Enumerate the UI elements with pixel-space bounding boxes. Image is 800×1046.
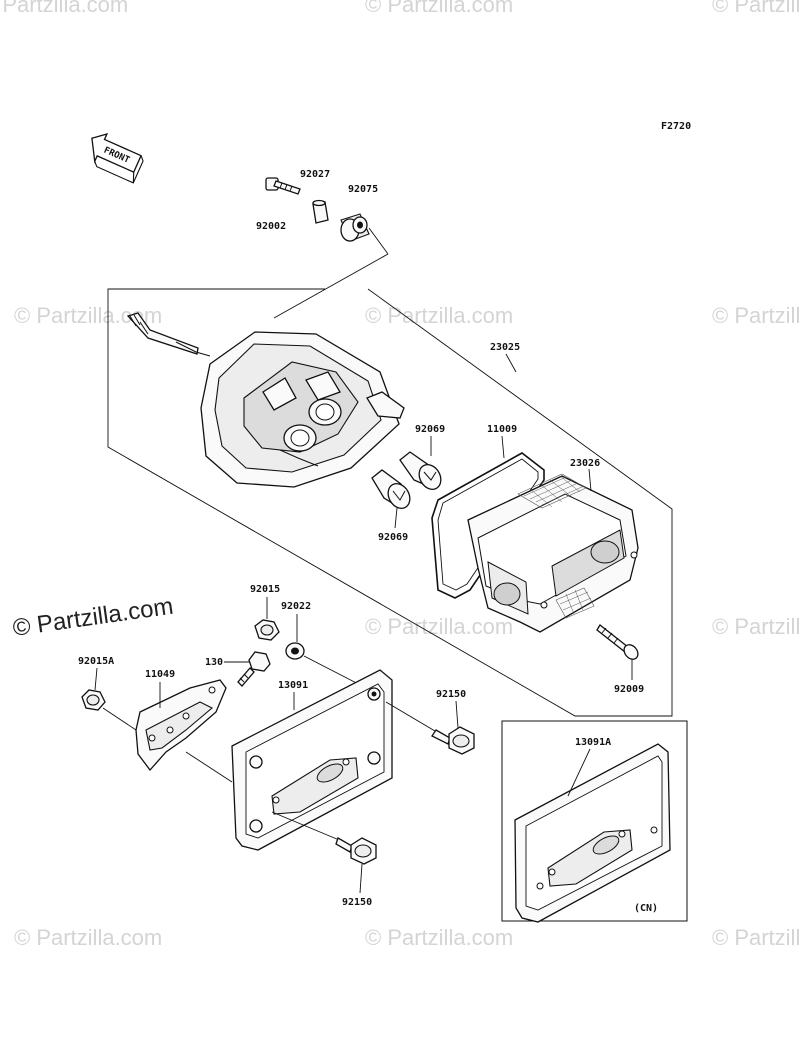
part-label-92015: 92015 bbox=[250, 584, 280, 595]
washer-92022 bbox=[285, 642, 305, 660]
watermark-text: © Partzilla.com bbox=[712, 614, 800, 639]
region-note: (CN) bbox=[634, 903, 658, 914]
bolt-92150-right bbox=[385, 701, 475, 755]
assembly-outline-23025 bbox=[107, 288, 673, 717]
figure-code: F2720 bbox=[661, 121, 691, 132]
gasket-11009 bbox=[431, 452, 545, 599]
watermark-highlight: © Partzilla.com bbox=[11, 593, 175, 642]
watermark-text: © Partzilla.com bbox=[14, 925, 162, 950]
part-label-11049: 11049 bbox=[145, 669, 175, 680]
bracket-11049 bbox=[135, 679, 227, 772]
watermark-text: © Partzilla.com bbox=[0, 0, 128, 17]
bolt-92002 bbox=[265, 177, 301, 195]
lens-23026 bbox=[467, 473, 639, 633]
watermark-text: © Partzilla.com bbox=[365, 303, 513, 328]
part-label-11009: 11009 bbox=[487, 424, 517, 435]
watermark-text: © Partzilla.com bbox=[365, 0, 513, 17]
part-label-92069-upper: 92069 bbox=[415, 424, 445, 435]
part-label-92027: 92027 bbox=[300, 169, 330, 180]
tail-lamp-housing bbox=[126, 312, 405, 488]
part-label-13091A: 13091A bbox=[575, 737, 611, 748]
part-label-92009: 92009 bbox=[614, 684, 644, 695]
part-label-13091: 13091 bbox=[278, 680, 308, 691]
part-label-92150-bottom: 92150 bbox=[342, 897, 372, 908]
watermark-text: © Partzilla.com bbox=[365, 614, 513, 639]
bulb-92069-upper bbox=[399, 451, 442, 490]
grommet-92075 bbox=[340, 213, 370, 242]
part-label-92150-right: 92150 bbox=[436, 689, 466, 700]
license-plate-bracket-13091 bbox=[231, 669, 393, 851]
part-label-92022: 92022 bbox=[281, 601, 311, 612]
part-label-92075: 92075 bbox=[348, 184, 378, 195]
nut-92015 bbox=[254, 619, 280, 641]
license-plate-bracket-13091A bbox=[514, 743, 671, 923]
inset-frame bbox=[501, 720, 688, 922]
part-label-23026: 23026 bbox=[570, 458, 600, 469]
watermark-text: © Partzilla.com bbox=[712, 0, 800, 17]
collar-92027 bbox=[312, 199, 329, 224]
watermark-text: © Partzilla.com bbox=[712, 925, 800, 950]
part-label-92015A: 92015A bbox=[78, 656, 114, 667]
part-label-92069-lower: 92069 bbox=[378, 532, 408, 543]
watermark-text: © Partzilla.com bbox=[365, 925, 513, 950]
watermark-text: © Partzilla.com bbox=[712, 303, 800, 328]
part-label-130: 130 bbox=[205, 657, 223, 668]
screw-92009 bbox=[596, 624, 639, 660]
bolt-92150-bottom bbox=[271, 811, 377, 865]
part-label-92002: 92002 bbox=[256, 221, 286, 232]
nut-92015A bbox=[81, 689, 106, 711]
bolt-130 bbox=[237, 651, 271, 687]
front-arrow-icon: FRONT bbox=[91, 132, 144, 184]
bulb-92069-lower bbox=[371, 469, 411, 509]
watermark-layer: © Partzilla.com © Partzilla.com © Partzi… bbox=[0, 0, 800, 950]
part-label-23025: 23025 bbox=[490, 342, 520, 353]
